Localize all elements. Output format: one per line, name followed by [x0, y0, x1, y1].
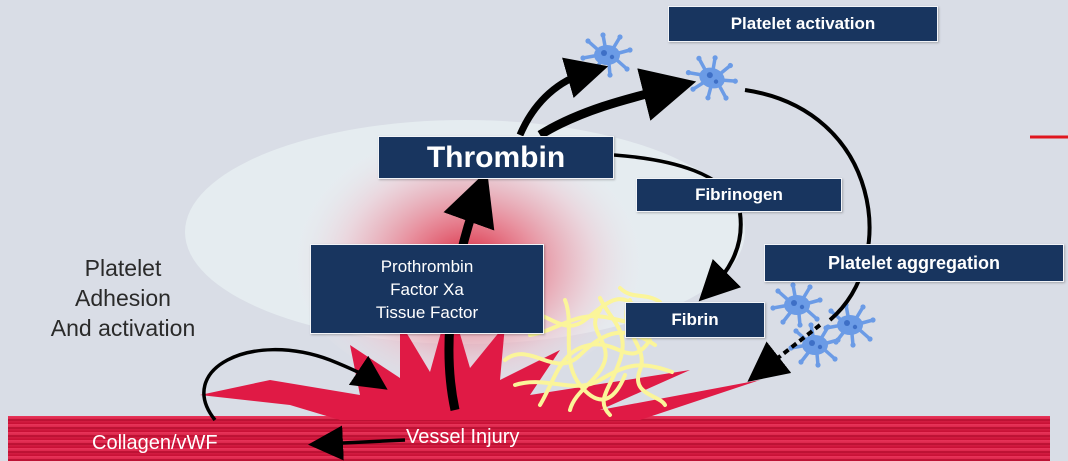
platelet-activation-box: Platelet activation	[668, 6, 938, 42]
fibrin-box: Fibrin	[625, 302, 765, 338]
platelet-adhesion-text: Platelet Adhesion And activation	[38, 253, 208, 343]
platelet-top-left	[580, 32, 632, 77]
fibrin-label: Fibrin	[671, 310, 718, 330]
fibrinogen-box: Fibrinogen	[636, 178, 842, 212]
coagulation-factors-box: Prothrombin Factor Xa Tissue Factor	[310, 244, 544, 334]
thrombin-box: Thrombin	[378, 136, 614, 179]
platelet-aggregation-box: Platelet aggregation	[764, 244, 1064, 282]
factor-xa-label: Factor Xa	[390, 278, 464, 301]
fibrinogen-label: Fibrinogen	[695, 185, 783, 205]
platelet-top-right	[679, 48, 744, 108]
platelet-activation-label: Platelet activation	[731, 14, 876, 34]
thrombin-label: Thrombin	[427, 141, 565, 175]
and-activation-text-line: And activation	[38, 313, 208, 343]
platelet-text-line: Platelet	[38, 253, 208, 283]
platelet-cluster	[770, 282, 875, 367]
adhesion-text-line: Adhesion	[38, 283, 208, 313]
platelet-aggregation-label: Platelet aggregation	[828, 253, 1000, 274]
vessel-injury-label: Vessel Injury	[406, 426, 519, 449]
collagen-label: Collagen/vWF	[92, 432, 218, 455]
arrow-thrombin-to-platelet-b	[540, 88, 670, 135]
prothrombin-label: Prothrombin	[381, 255, 474, 278]
tissue-factor-label: Tissue Factor	[376, 301, 478, 324]
